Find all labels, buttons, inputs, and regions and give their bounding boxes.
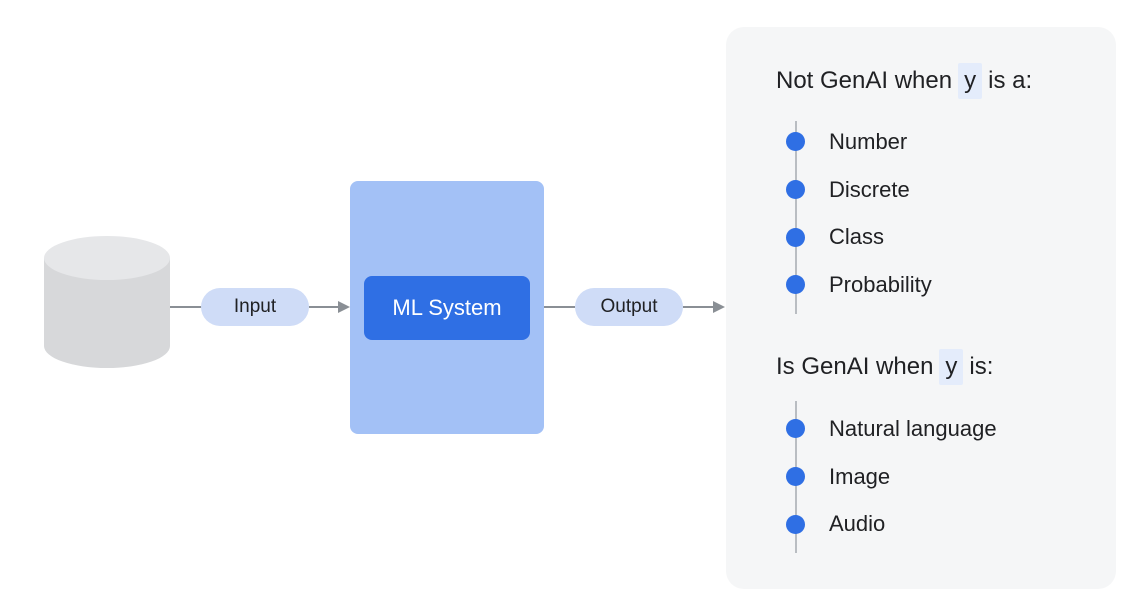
list-item-label: Number (829, 128, 908, 154)
is-genai-suffix: is: (969, 353, 994, 380)
list-item: Class (786, 213, 932, 261)
connector-database-input (170, 306, 202, 308)
ml-system-label: ML System (392, 295, 502, 320)
output-label: Output (600, 296, 658, 317)
output-pill: Output (575, 288, 683, 326)
is-genai-prefix: Is GenAI when (776, 353, 934, 380)
bullet-dot-icon (786, 514, 805, 534)
arrow-head-icon (338, 301, 350, 313)
list-item: Audio (786, 500, 997, 548)
bullet-dot-icon (786, 180, 805, 200)
connector-ml-output (544, 306, 575, 308)
input-label: Input (233, 296, 277, 317)
bullet-dot-icon (786, 467, 805, 487)
not-genai-heading: Not GenAI when y is a: (776, 63, 1032, 99)
list-item-label: Probability (829, 271, 932, 297)
connector-input-ml (309, 306, 339, 308)
genai-criteria-panel: Not GenAI when y is a: Number Discrete C… (726, 27, 1116, 589)
list-item: Discrete (786, 166, 932, 214)
not-genai-suffix: is a: (988, 67, 1033, 94)
not-genai-list: Number Discrete Class Probability (786, 118, 932, 309)
is-genai-variable: y (939, 349, 964, 385)
list-item-label: Class (829, 224, 885, 250)
arrow-head-icon (713, 301, 725, 313)
bullet-dot-icon (786, 275, 805, 295)
input-pill: Input (201, 288, 309, 326)
not-genai-timeline (795, 121, 797, 314)
list-item-label: Natural language (829, 415, 997, 441)
database-icon (44, 236, 170, 368)
list-item-label: Image (829, 463, 891, 489)
connector-output-panel (683, 306, 714, 308)
not-genai-prefix: Not GenAI when (776, 67, 953, 94)
bullet-dot-icon (786, 419, 805, 439)
bullet-dot-icon (786, 132, 805, 152)
ml-system-container: ML System (350, 181, 544, 434)
list-item-label: Audio (829, 511, 886, 537)
list-item: Number (786, 118, 932, 166)
is-genai-list: Natural language Image Audio (786, 405, 997, 548)
is-genai-heading: Is GenAI when y is: (776, 349, 993, 385)
ml-system-box: ML System (364, 276, 530, 340)
bullet-dot-icon (786, 227, 805, 247)
list-item: Natural language (786, 405, 997, 453)
list-item-label: Discrete (829, 176, 910, 202)
not-genai-variable: y (958, 63, 983, 99)
list-item: Image (786, 453, 997, 501)
list-item: Probability (786, 261, 932, 309)
